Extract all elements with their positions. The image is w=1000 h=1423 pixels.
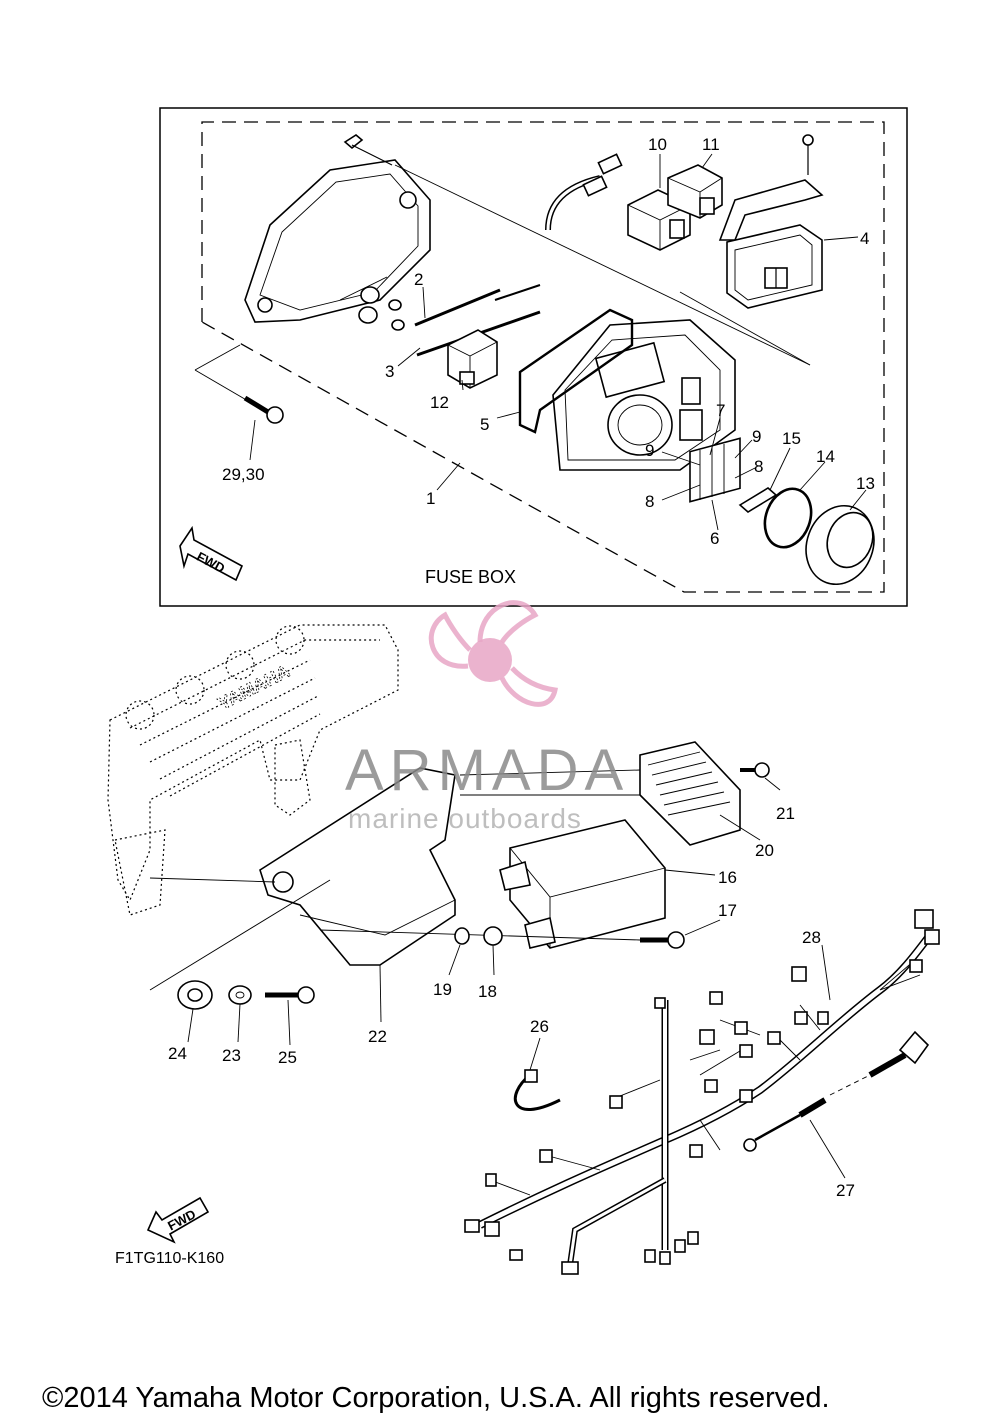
copyright-notice: ©2014 Yamaha Motor Corporation, U.S.A. A… [42, 1382, 830, 1414]
fuse-box-cap-13 [805, 504, 875, 586]
cdi-unit-16 [499, 819, 666, 949]
callout-3: 3 [385, 362, 394, 381]
callout-7: 7 [716, 401, 725, 420]
fuse-holder [689, 437, 741, 503]
watermark-title: ARMADA [345, 738, 629, 803]
callout-24: 24 [168, 1044, 187, 1063]
fuse-box-body [552, 319, 736, 471]
propeller-logo [428, 600, 558, 707]
fuse-box-inset: FWD 2 3 4 5 1 6 7 8 8 9 9 10 11 12 [159, 107, 908, 607]
callout-6: 6 [710, 529, 719, 548]
callout-23: 23 [222, 1046, 241, 1065]
fwd-arrow-main: FWD [146, 1196, 210, 1244]
callout-11: 11 [702, 135, 720, 154]
bracket-22 [149, 767, 456, 991]
fwd-label-main: FWD [165, 1206, 198, 1233]
relay-11 [667, 164, 723, 219]
callout-13: 13 [856, 474, 875, 493]
wire-harness-28 [464, 909, 940, 1275]
watermark-subtitle: marine outboards [348, 803, 582, 834]
callout-18: 18 [478, 982, 497, 1001]
callout-9b: 9 [645, 441, 654, 460]
engine-cover-brand: YAMAHA [215, 661, 293, 714]
callout-15: 15 [782, 429, 801, 448]
callout-8b: 8 [645, 492, 654, 511]
callout-17: 17 [718, 901, 737, 920]
callout-29-30: 29,30 [222, 465, 265, 484]
rectifier-regulator-20 [459, 741, 741, 846]
cover-4 [726, 224, 823, 309]
callout-2: 2 [414, 270, 423, 289]
callout-21: 21 [776, 804, 795, 823]
callout-26: 26 [530, 1017, 549, 1036]
callout-27: 27 [836, 1181, 855, 1200]
bolt-29-30 [243, 395, 284, 424]
base-plate [244, 134, 431, 323]
callout-8a: 8 [754, 457, 763, 476]
callout-9a: 9 [752, 427, 761, 446]
callout-20: 20 [755, 841, 774, 860]
callout-1: 1 [426, 489, 435, 508]
callout-28: 28 [802, 928, 821, 947]
callout-5: 5 [480, 415, 489, 434]
callout-19: 19 [433, 980, 452, 999]
armada-watermark: ARMADA marine outboards [345, 600, 629, 834]
callout-12: 12 [430, 393, 449, 412]
fuse-box-caption: FUSE BOX [425, 567, 516, 587]
callout-4: 4 [860, 229, 869, 248]
relay-12 [447, 329, 498, 389]
callout-16: 16 [718, 868, 737, 887]
diagram-ref-code: F1TG110-K160 [115, 1250, 224, 1267]
callout-10: 10 [648, 135, 667, 154]
battery-cable-27 [743, 1030, 930, 1152]
callout-22: 22 [368, 1027, 387, 1046]
callout-14: 14 [816, 447, 835, 466]
callout-25: 25 [278, 1048, 297, 1067]
